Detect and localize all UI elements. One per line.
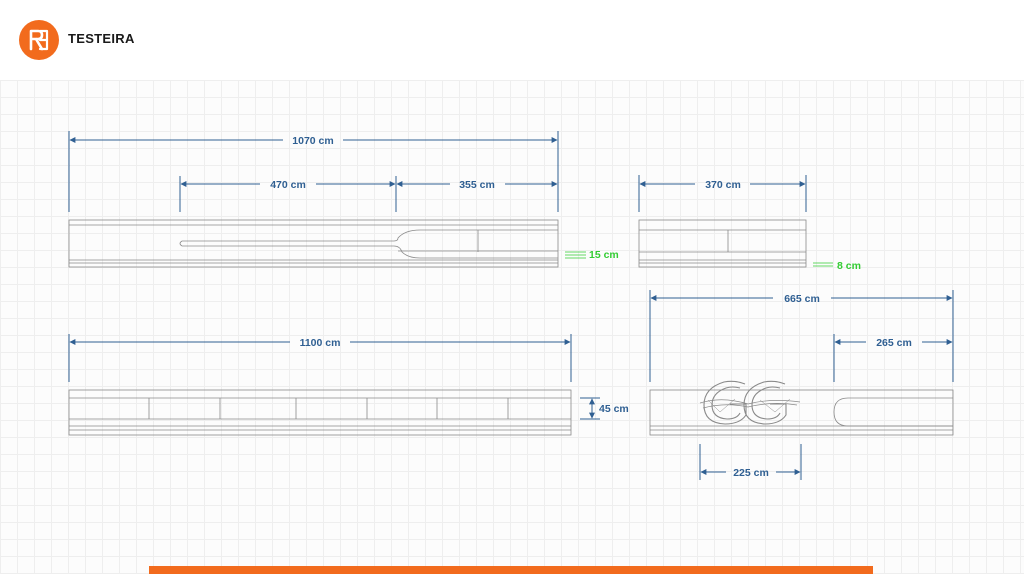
technical-drawing: 1070 cm 470 cm 355 cm [68,131,954,480]
bottom-accent-bar [149,566,873,574]
bottom-right-panel: 665 cm 265 cm [649,290,954,480]
bottom-left-panel: 1100 cm 45 cm [68,334,629,436]
top-right-panel: 370 cm 8 cm [638,175,861,272]
dimension-label-225: 225 cm [733,467,769,479]
dimension-label-355: 355 cm [459,179,495,191]
dimension-label-265: 265 cm [876,337,912,349]
top-left-panel: 1070 cm 470 cm 355 cm [68,131,619,268]
header: TESTEIRA [0,0,1024,80]
blueprint-sheet: 1070 cm 470 cm 355 cm [0,80,1024,574]
gg-monogram-icon [699,380,801,425]
dimension-label-1070: 1070 cm [292,135,333,147]
interlocking-letters-logo-icon [19,20,59,60]
page-title: TESTEIRA [68,31,135,46]
dimension-label-470: 470 cm [270,179,306,191]
dimension-label-370: 370 cm [705,179,741,191]
dimension-label-8: 8 cm [837,260,861,272]
dimension-label-665: 665 cm [784,293,820,305]
dimension-label-15: 15 cm [589,249,619,261]
dimension-label-1100: 1100 cm [300,337,341,349]
dimension-label-45: 45 cm [599,403,629,415]
